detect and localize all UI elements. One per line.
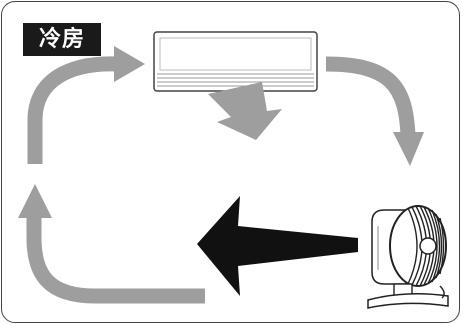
- gray-arrow-left-up: [27, 46, 145, 164]
- gray-arrow-right-down: [325, 56, 424, 166]
- mode-label: 冷房: [23, 23, 101, 56]
- cool-air-arrow: [208, 82, 282, 140]
- circulator-airflow-arrow: [197, 196, 358, 296]
- circulator-fan-icon: [367, 205, 449, 309]
- diagram-frame: [1, 1, 460, 323]
- air-conditioner-icon: [153, 31, 318, 92]
- gray-arrow-bottom-up: [18, 184, 205, 304]
